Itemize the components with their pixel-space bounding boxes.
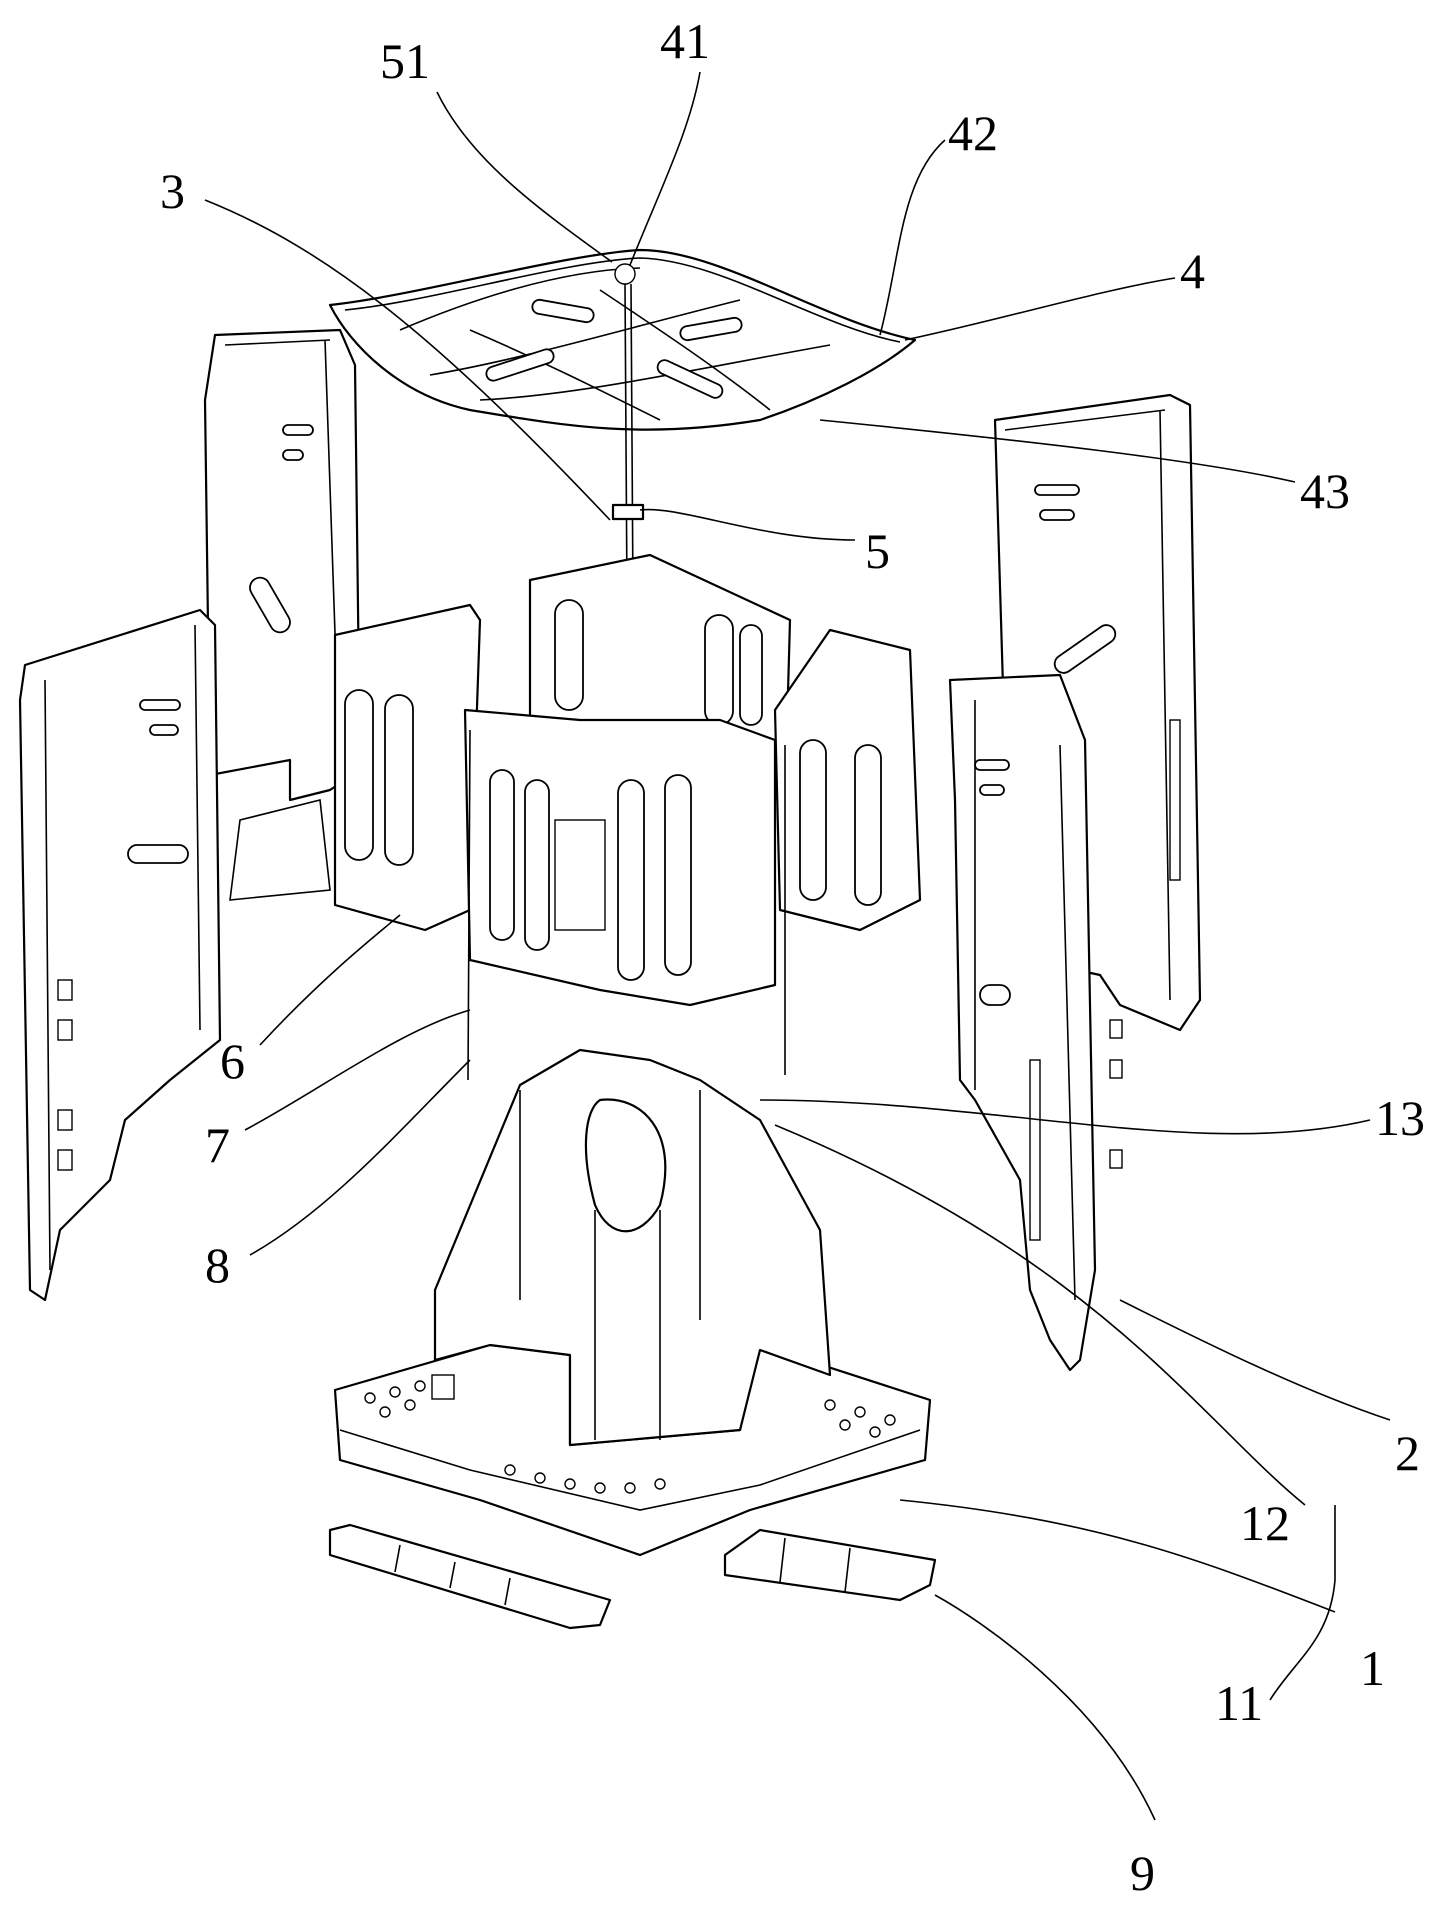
label-51: 51: [380, 33, 430, 89]
label-42: 42: [948, 105, 998, 161]
label-43: 43: [1300, 463, 1350, 519]
label-41: 41: [660, 13, 710, 69]
left-front-panel: [20, 610, 220, 1300]
label-11: 11: [1215, 1675, 1263, 1731]
label-8: 8: [205, 1237, 230, 1293]
label-9: 9: [1130, 1845, 1155, 1901]
cover-plate: [330, 250, 915, 430]
label-4: 4: [1180, 243, 1205, 299]
label-13: 13: [1375, 1090, 1425, 1146]
right-foot-rail: [725, 1530, 935, 1600]
inner-cage: [335, 555, 920, 1080]
label-2: 2: [1395, 1425, 1420, 1481]
hook-ring-icon: [615, 264, 635, 284]
label-5: 5: [865, 523, 890, 579]
label-12: 12: [1240, 1495, 1290, 1551]
left-foot-rail: [330, 1525, 610, 1628]
label-1: 1: [1360, 1640, 1385, 1696]
label-3: 3: [160, 163, 185, 219]
label-7: 7: [205, 1117, 230, 1173]
base-assembly: [335, 1050, 930, 1555]
label-6: 6: [220, 1033, 245, 1089]
